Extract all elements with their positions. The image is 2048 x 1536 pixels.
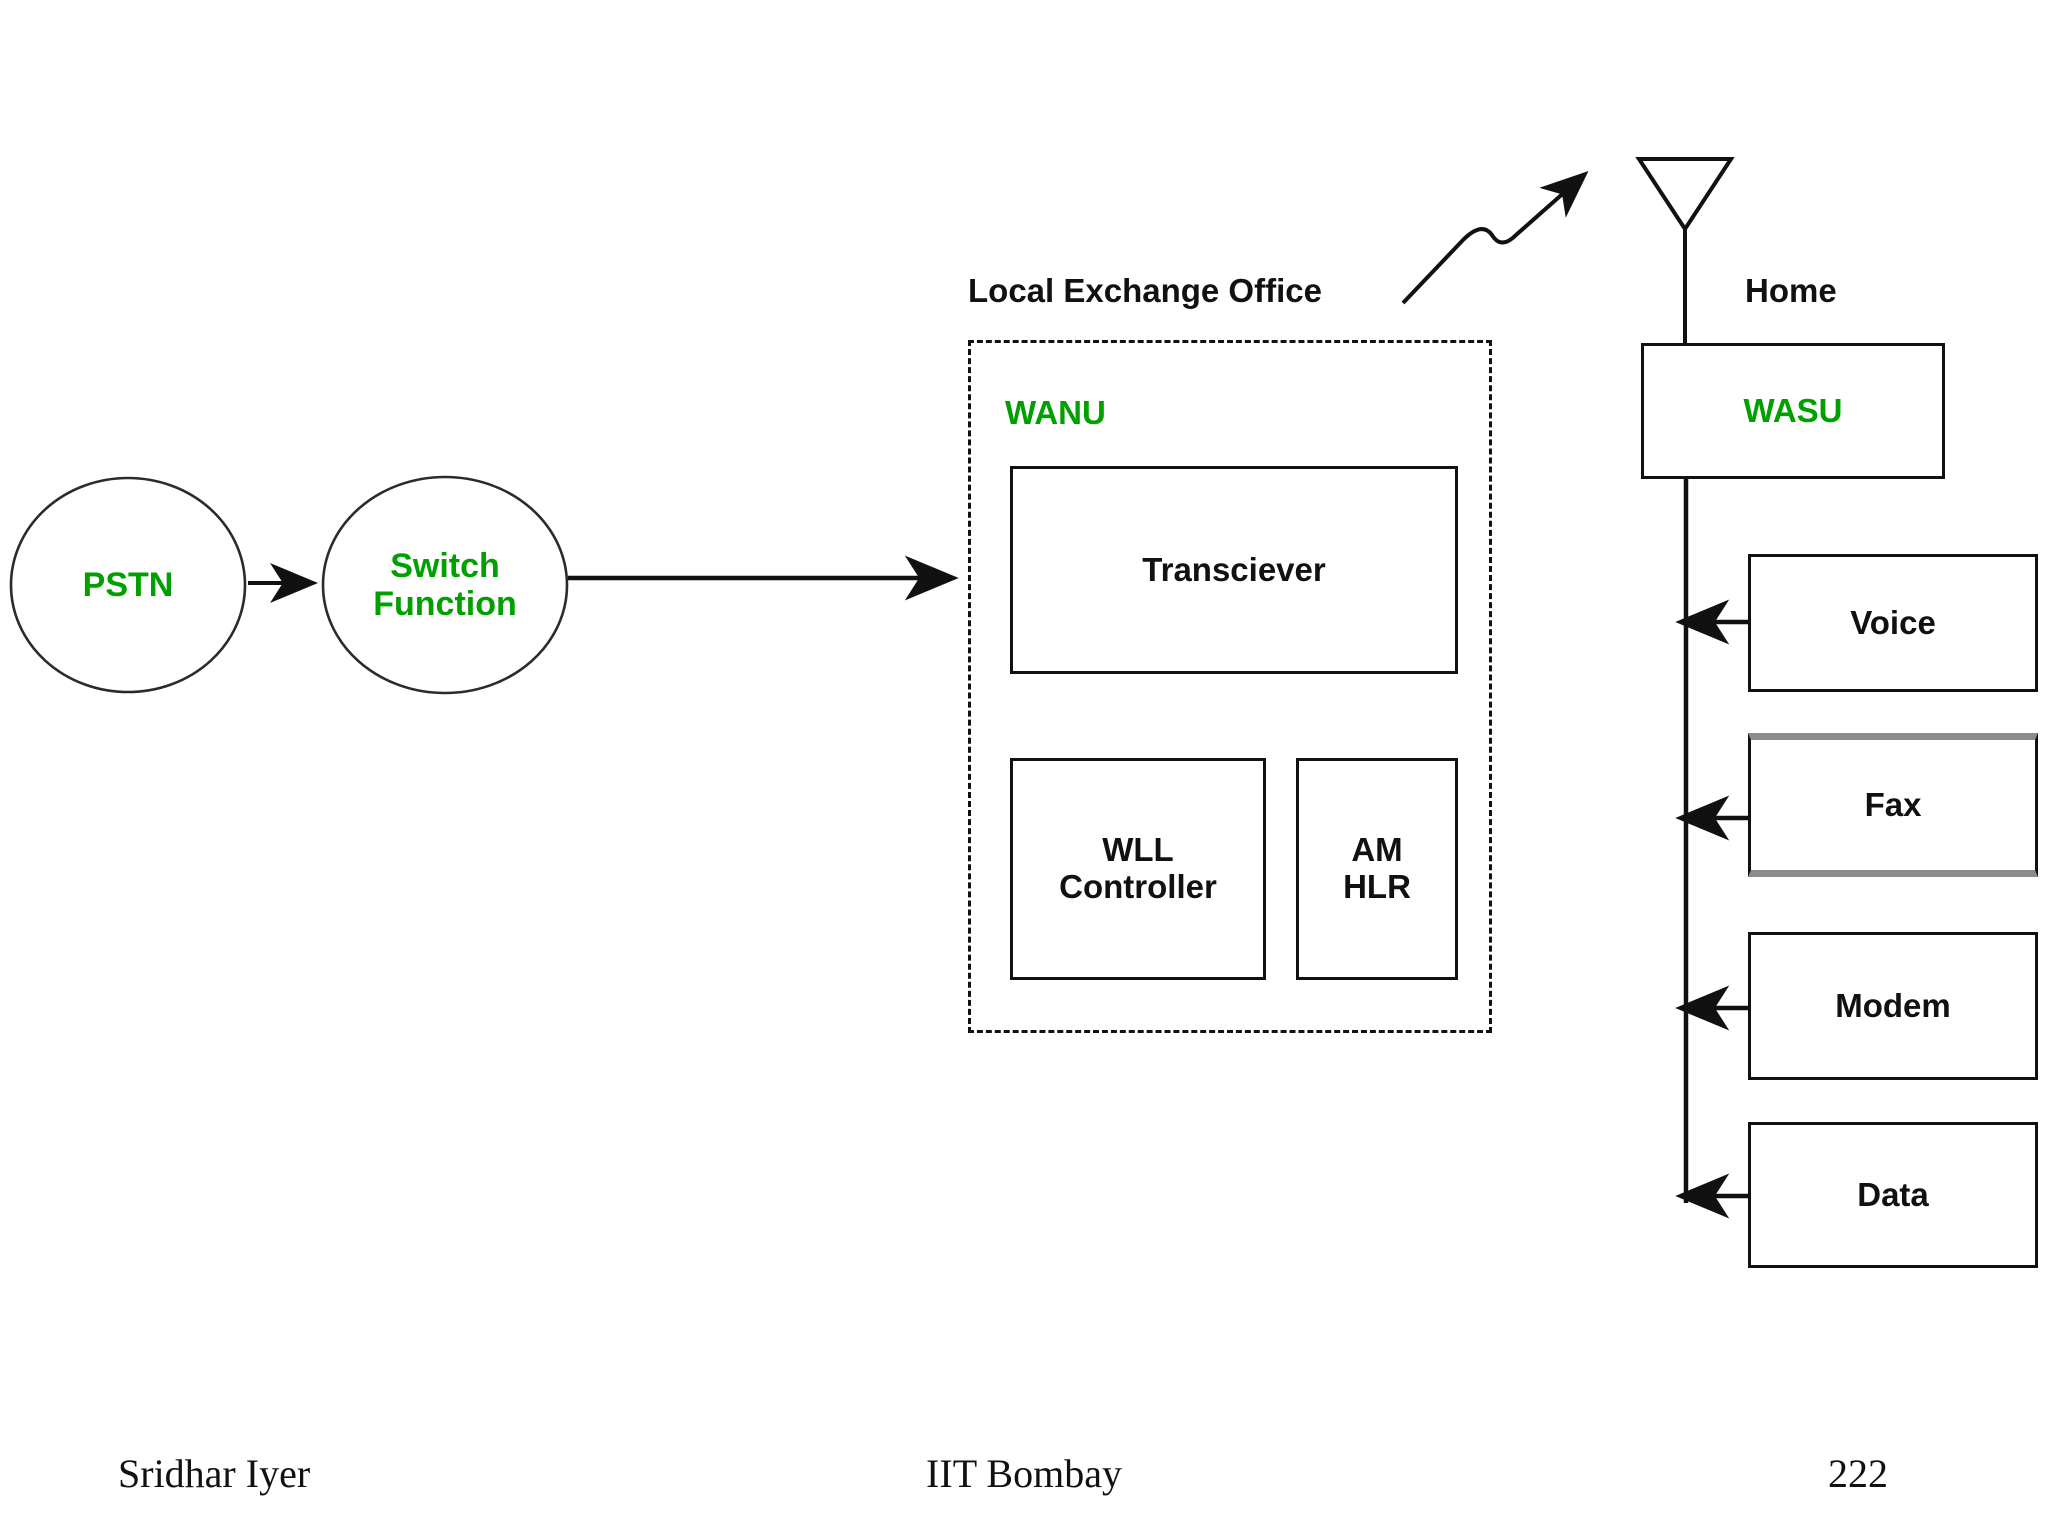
local-exchange-office-label: Local Exchange Office <box>968 272 1322 309</box>
wireless-wavy-arrow <box>1401 171 1589 305</box>
home-label: Home <box>1745 272 1837 309</box>
antenna-icon <box>1635 157 1735 233</box>
data-box[interactable]: Data <box>1748 1122 2038 1268</box>
footer-author: Sridhar Iyer <box>118 1451 311 1496</box>
transciever-box[interactable]: Transciever <box>1010 466 1458 674</box>
slide-footer: Sridhar Iyer IIT Bombay 222 <box>0 1426 2048 1536</box>
switch-function-label: Switch Function <box>373 546 517 623</box>
local-exchange-office-boundary <box>968 340 1492 1033</box>
footer-page-number: 222 <box>1828 1451 1888 1496</box>
wasu-box[interactable]: WASU <box>1641 343 1945 479</box>
modem-box[interactable]: Modem <box>1748 932 2038 1080</box>
footer-institution: IIT Bombay <box>926 1451 1122 1496</box>
voice-box[interactable]: Voice <box>1748 554 2038 692</box>
wll-controller-box[interactable]: WLL Controller <box>1010 758 1266 980</box>
fax-box[interactable]: Fax <box>1748 733 2038 877</box>
am-hlr-box[interactable]: AM HLR <box>1296 758 1458 980</box>
wanu-label: WANU <box>1005 394 1106 431</box>
pstn-label: PSTN <box>82 565 174 604</box>
